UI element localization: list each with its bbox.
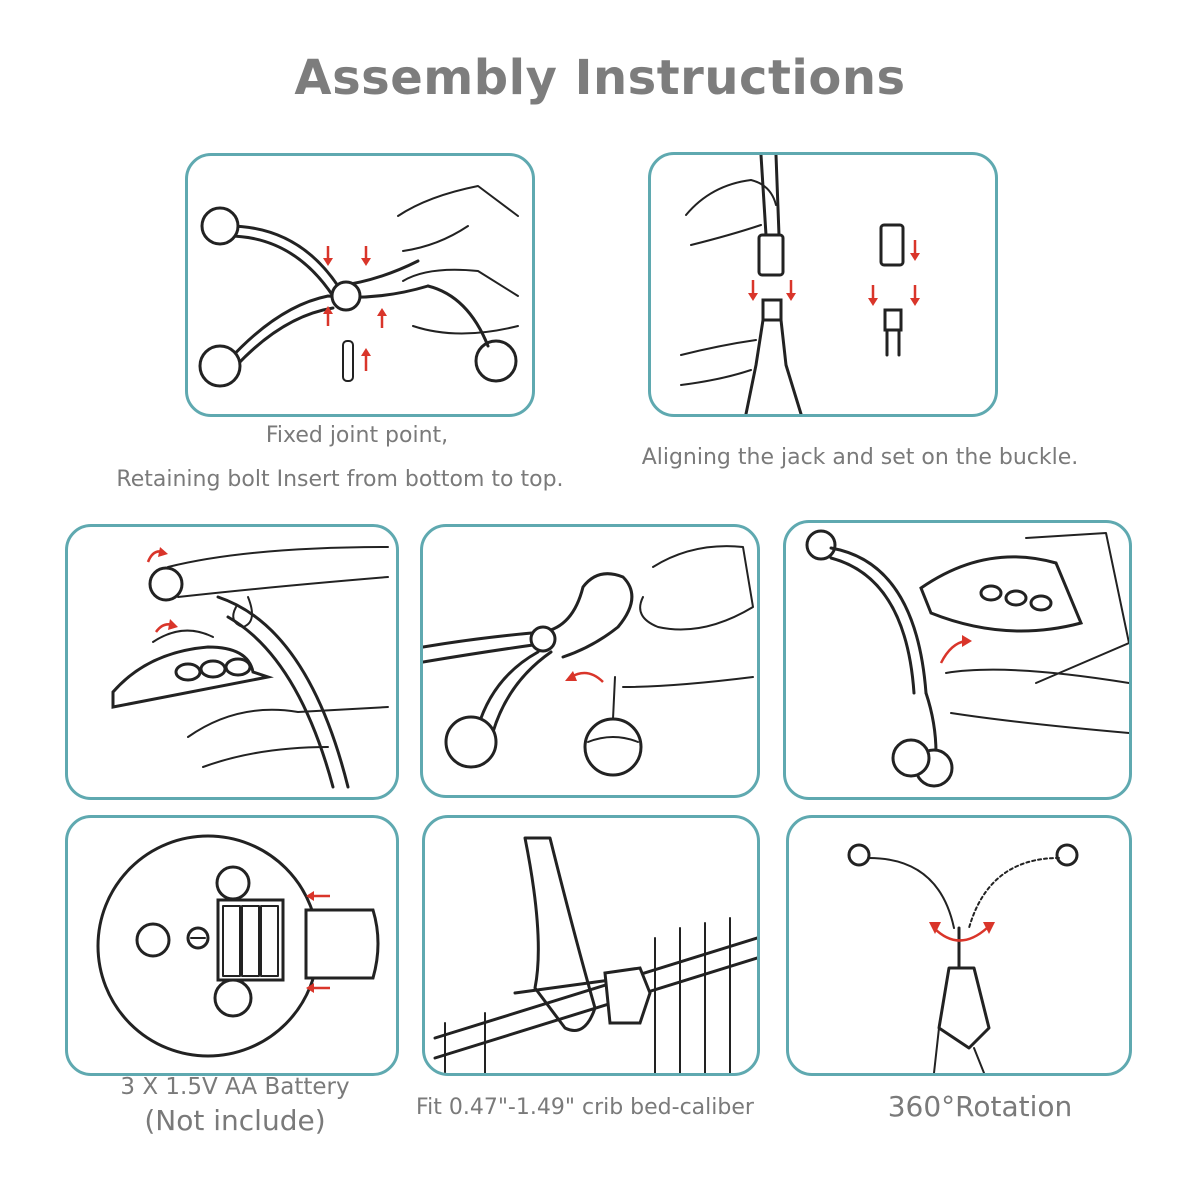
crib-clamp-illustration xyxy=(433,836,757,1073)
step-panel-jack-alignment xyxy=(648,152,998,417)
caption-fixed-joint-line1: Fixed joint point, xyxy=(265,423,449,448)
step-panel-crib-clamp xyxy=(422,815,760,1076)
rotation-illustration xyxy=(847,843,1079,1073)
caption-battery-line1: 3 X 1.5V AA Battery xyxy=(120,1074,350,1100)
caption-crib-fit: Fit 0.47"-1.49" crib bed-caliber xyxy=(416,1095,754,1120)
caption-rotation: 360°Rotation xyxy=(887,1090,1073,1123)
mount-player-illustration xyxy=(805,529,1129,788)
step-panel-mount-player xyxy=(783,520,1132,800)
caption-jack-alignment: Aligning the jack and set on the buckle. xyxy=(641,445,1079,470)
caption-battery-line2: (Not include) xyxy=(144,1104,326,1137)
step-panel-attach-hanger xyxy=(65,524,399,800)
jack-alignment-illustration xyxy=(680,155,920,414)
caption-fixed-joint-line2: Retaining bolt Insert from bottom to top… xyxy=(116,467,564,492)
step-panel-fixed-joint xyxy=(185,153,535,417)
step-panel-rotation xyxy=(786,815,1132,1076)
step-panel-battery xyxy=(65,815,399,1076)
attach-ball-illustration xyxy=(423,545,754,777)
attach-hanger-illustration xyxy=(111,546,389,789)
joint-assembly-illustration xyxy=(198,185,519,388)
step-panel-attach-ball xyxy=(420,524,760,798)
page-title: Assembly Instructions xyxy=(294,50,906,106)
battery-compartment-illustration xyxy=(96,834,380,1058)
